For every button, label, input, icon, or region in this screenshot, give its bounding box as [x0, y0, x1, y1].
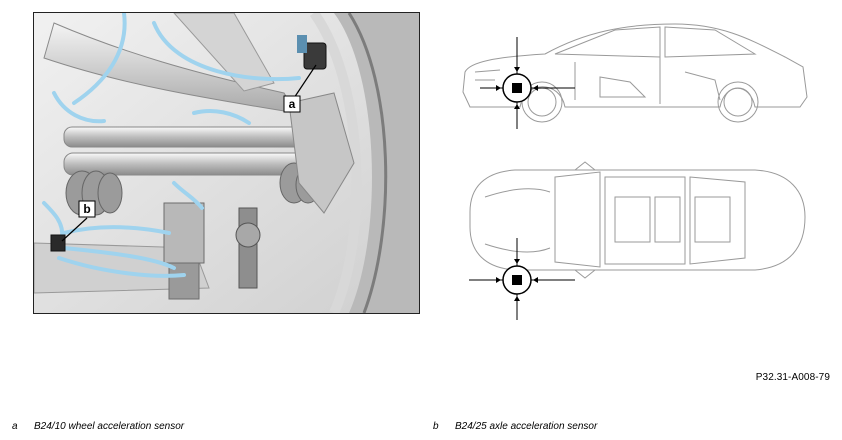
legend-key: a: [12, 421, 18, 432]
callout-b: b: [83, 202, 90, 216]
top-view-car: [469, 161, 806, 279]
callout-a: a: [289, 97, 296, 111]
legend-item-b: b B24/25 axle acceleration sensor: [433, 421, 597, 432]
side-view-car: [462, 23, 808, 123]
legend-text: B24/25 axle acceleration sensor: [455, 421, 598, 432]
vehicle-location-views: [455, 12, 815, 332]
suspension-illustration: a b: [33, 12, 420, 314]
locator-front-wheel-side: [480, 37, 575, 129]
legend-key: b: [433, 421, 439, 432]
locator-front-axle-top: [469, 238, 575, 320]
document-reference: P32.31-A008-79: [755, 372, 830, 383]
legend-text: B24/10 wheel acceleration sensor: [34, 421, 185, 432]
legend-item-a: a B24/10 wheel acceleration sensor: [12, 421, 184, 432]
